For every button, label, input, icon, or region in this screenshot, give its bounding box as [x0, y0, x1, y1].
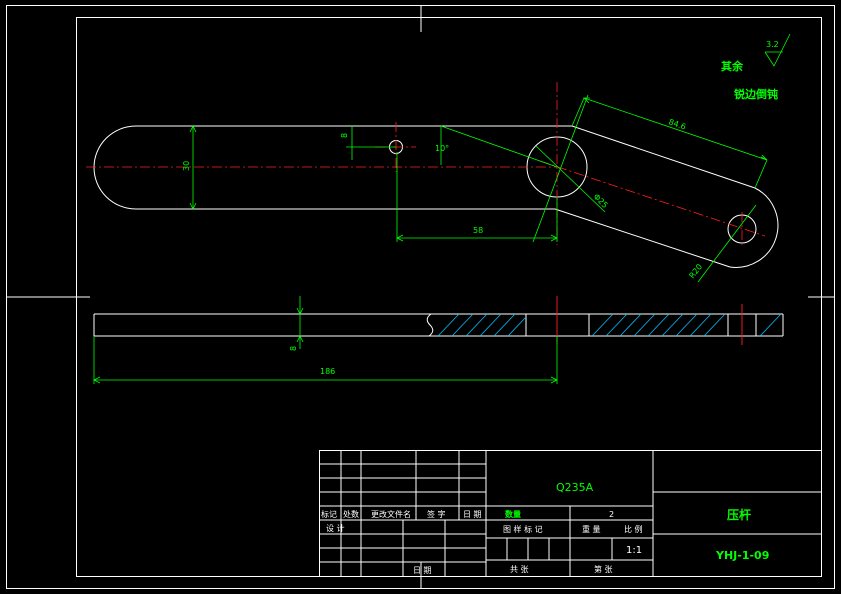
dim-thickness-8: 8	[289, 346, 298, 351]
note-rest-label: 其余	[721, 59, 744, 73]
dim-angle-10: 10°	[435, 144, 449, 153]
quantity-label: 数量	[505, 509, 521, 519]
roughness-symbol	[764, 33, 791, 67]
dim-length-58: 58	[473, 226, 483, 235]
note-edge-break: 锐边倒钝	[734, 87, 778, 101]
rev-header-count: 处数	[343, 509, 359, 519]
dimension-lines-top	[189, 94, 768, 283]
rev-header-date: 日 期	[463, 510, 482, 519]
part-name-text: 压杆	[727, 507, 751, 522]
side-center-lines	[556, 296, 743, 345]
dimension-lines-side	[93, 296, 558, 384]
weight-label: 重 量	[582, 524, 601, 534]
sheet-total-label: 共 张	[510, 565, 529, 574]
drawing-number-text: YHJ-1-09	[715, 549, 769, 562]
dim-dia-25: Φ25	[592, 192, 610, 210]
rev-header-mark: 标记	[321, 509, 337, 519]
centering-marks	[6, 5, 835, 589]
rev-header-sign: 签 字	[427, 509, 446, 519]
title-block-grid	[319, 450, 822, 577]
quantity-value: 2	[609, 510, 614, 519]
rev-header-file: 更改文件名	[371, 509, 411, 519]
scale-value: 1:1	[626, 545, 642, 556]
inner-border	[76, 17, 822, 577]
dim-width-30: 30	[182, 161, 191, 171]
outer-border	[6, 5, 835, 589]
scale-label: 比 例	[624, 524, 643, 534]
section-hatching	[437, 313, 782, 337]
sheet-number-label: 第 张	[594, 564, 613, 574]
dim-total-186: 186	[320, 367, 335, 376]
design-label: 设 计	[326, 523, 345, 533]
roughness-value: 3.2	[766, 40, 779, 49]
stage-mark-label: 图 样 标 记	[503, 524, 543, 534]
material-text: Q235A	[556, 481, 594, 494]
date-label: 日 期	[413, 566, 432, 575]
dim-depth-8: 8	[340, 133, 349, 138]
